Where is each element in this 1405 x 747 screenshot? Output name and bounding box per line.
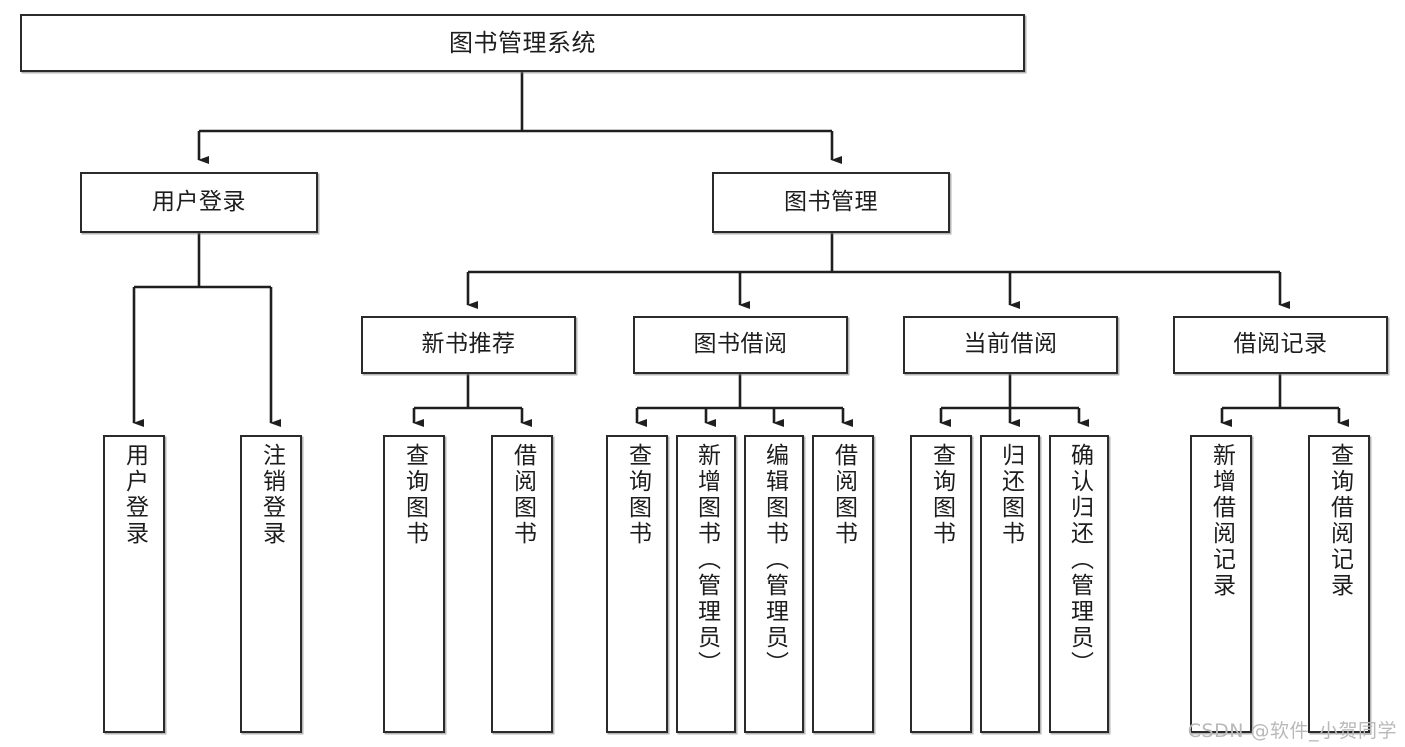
node-label: 查询图书 — [401, 443, 428, 547]
node-label: 图书管理 — [784, 188, 878, 215]
node-label: 确认归还（管理员） — [1066, 443, 1093, 677]
leaf-borrow-edit-book-admin[interactable]: 编辑图书（管理员） — [744, 435, 804, 733]
leaf-record-add-borrow-record[interactable]: 新增借阅记录 — [1190, 435, 1252, 733]
node-label: 用户登录 — [152, 188, 246, 215]
node-label: 注销登录 — [258, 443, 285, 547]
node-label: 查询图书 — [928, 443, 955, 547]
leaf-current-confirm-return-admin[interactable]: 确认归还（管理员） — [1049, 435, 1109, 733]
leaf-borrow-borrow-book[interactable]: 借阅图书 — [812, 435, 874, 733]
node-label: 用户登录 — [121, 443, 148, 547]
leaf-user-login-logout[interactable]: 注销登录 — [240, 435, 302, 733]
node-label: 新增图书（管理员） — [693, 443, 720, 677]
node-label: 图书管理系统 — [449, 28, 596, 57]
node-label: 查询借阅记录 — [1326, 443, 1353, 599]
leaf-record-query-borrow-record[interactable]: 查询借阅记录 — [1308, 435, 1370, 733]
leaf-current-query-book[interactable]: 查询图书 — [910, 435, 972, 733]
node-user-login[interactable]: 用户登录 — [80, 172, 318, 233]
leaf-new-book-borrow-book[interactable]: 借阅图书 — [491, 435, 553, 733]
watermark-text: CSDN @软件_小贺同学 — [1187, 720, 1397, 742]
node-root-book-management-system[interactable]: 图书管理系统 — [20, 14, 1025, 72]
node-label: 借阅图书 — [509, 443, 536, 547]
node-label: 当前借阅 — [963, 331, 1058, 358]
node-label: 新书推荐 — [421, 331, 516, 358]
node-label: 新增借阅记录 — [1208, 443, 1235, 599]
node-book-management[interactable]: 图书管理 — [712, 172, 950, 233]
node-new-book-recommend[interactable]: 新书推荐 — [361, 316, 576, 374]
node-label: 借阅记录 — [1233, 331, 1328, 358]
leaf-current-return-book[interactable]: 归还图书 — [980, 435, 1040, 733]
leaf-new-book-query-book[interactable]: 查询图书 — [383, 435, 445, 733]
leaf-borrow-add-book-admin[interactable]: 新增图书（管理员） — [676, 435, 736, 733]
node-current-borrow[interactable]: 当前借阅 — [903, 316, 1118, 374]
node-label: 图书借阅 — [693, 331, 788, 358]
node-book-borrow[interactable]: 图书借阅 — [633, 316, 848, 374]
leaf-user-login-login[interactable]: 用户登录 — [103, 435, 165, 733]
leaf-borrow-query-book[interactable]: 查询图书 — [606, 435, 668, 733]
node-borrow-record[interactable]: 借阅记录 — [1173, 316, 1388, 374]
node-label: 借阅图书 — [830, 443, 857, 547]
node-label: 查询图书 — [624, 443, 651, 547]
node-label: 编辑图书（管理员） — [761, 443, 788, 677]
node-label: 归还图书 — [997, 443, 1024, 547]
